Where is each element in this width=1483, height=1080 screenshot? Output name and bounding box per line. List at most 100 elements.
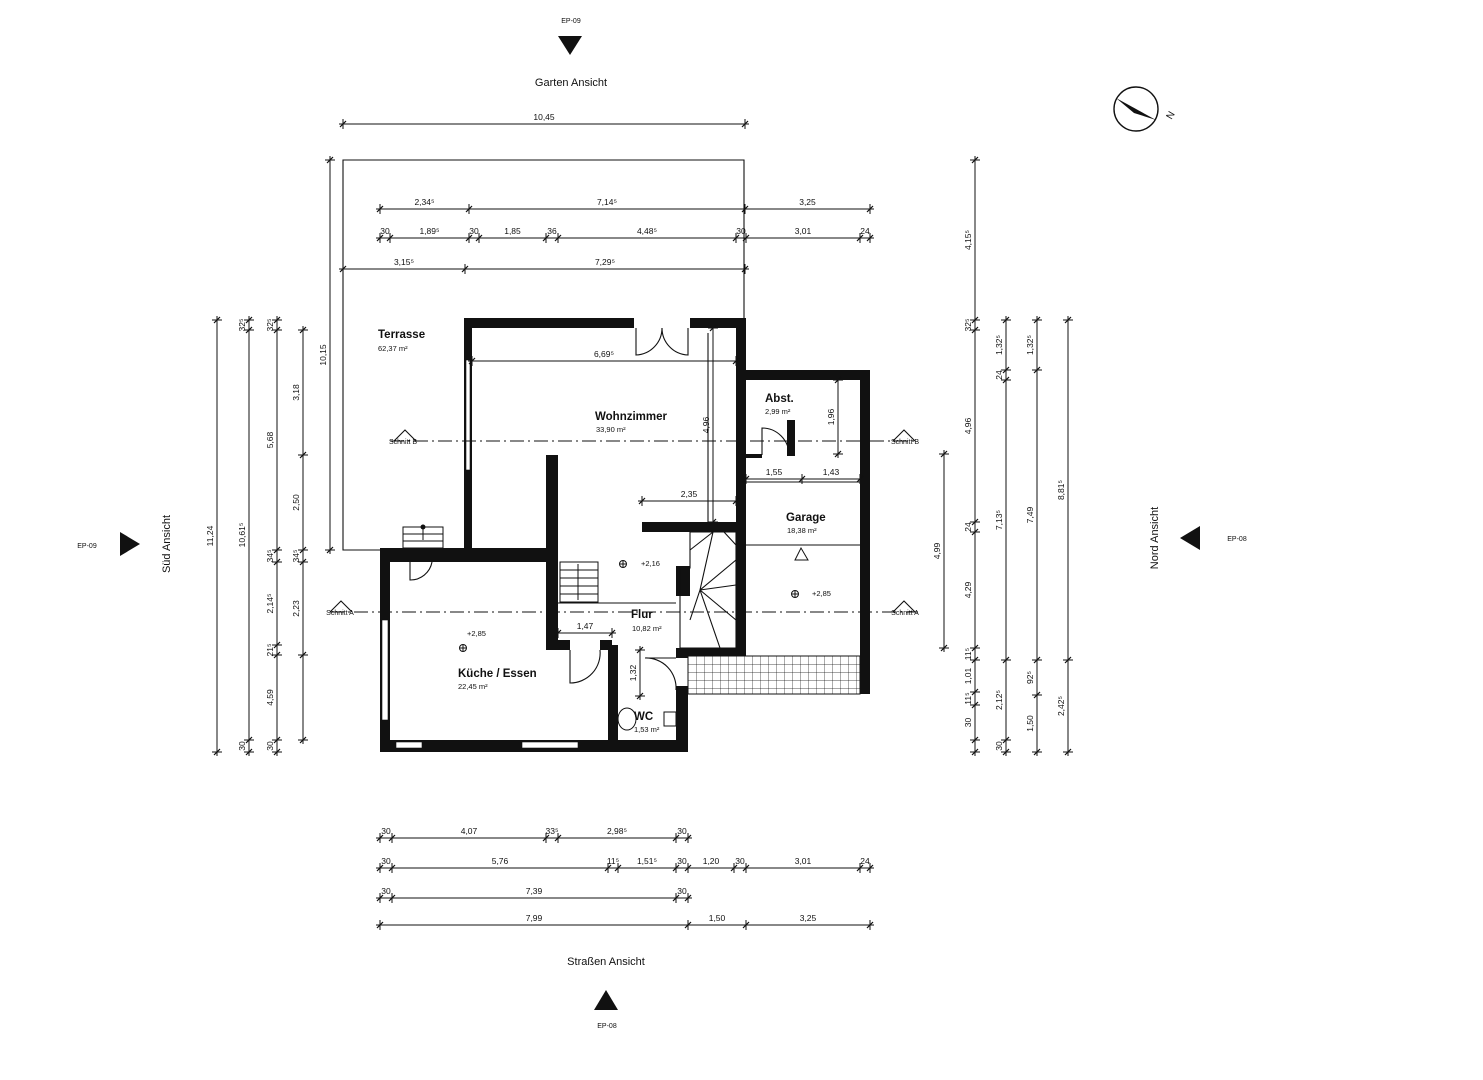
dim-label: 5,68 xyxy=(265,431,275,448)
tiled-area xyxy=(687,655,861,695)
dim-label: 3,01 xyxy=(795,226,812,236)
view-label-left: Süd Ansicht xyxy=(161,515,173,573)
dim-label: 2,98⁵ xyxy=(607,826,627,836)
level-markers: +2,16 +2,85 +2,85 xyxy=(459,559,831,652)
dim-label: 34⁵ xyxy=(265,550,275,563)
dim-label: 2,50 xyxy=(291,494,301,511)
dim-label: 4,15⁵ xyxy=(963,230,973,250)
dim-label: 1,47 xyxy=(577,621,594,631)
dim-label: 1,96 xyxy=(826,408,836,425)
dim-label: 24 xyxy=(994,370,1004,380)
dim-label: 24 xyxy=(963,522,973,532)
dim-label: 1,43 xyxy=(823,467,840,477)
triangle-up-icon xyxy=(594,990,618,1010)
dim-label: 2,42⁵ xyxy=(1056,696,1066,716)
dim-label: 1,50 xyxy=(709,913,726,923)
windows xyxy=(381,359,579,749)
view-marker-right: Nord Ansicht EP-08 xyxy=(1149,507,1247,569)
view-code-left: EP-09 xyxy=(77,543,97,550)
dim-label: 10,45 xyxy=(533,112,555,122)
dim-label: 11⁵ xyxy=(963,648,973,660)
dim-label: 1,85 xyxy=(504,226,521,236)
section-lines: Schnitt B Schnitt B Schnitt A Schnitt A xyxy=(326,429,919,617)
view-code-right: EP-08 xyxy=(1227,536,1247,543)
dim-label: 4,48⁵ xyxy=(637,226,657,236)
dim-label: 1,32⁵ xyxy=(1025,335,1035,355)
dim-label: 30 xyxy=(735,856,745,866)
view-label-top: Garten Ansicht xyxy=(535,77,607,89)
dim-label: 4,96 xyxy=(701,416,711,433)
view-code-top: EP-09 xyxy=(561,18,581,25)
dim-label: 30 xyxy=(677,886,687,896)
room-name-wohnzimmer: Wohnzimmer xyxy=(595,411,668,423)
section-b-left: Schnitt B xyxy=(389,439,417,446)
dim-label: 2,34⁵ xyxy=(414,197,434,207)
dim-label: 7,39 xyxy=(526,886,543,896)
dim-label: 1,20 xyxy=(703,856,720,866)
room-name-abst: Abst. xyxy=(765,393,794,405)
dim-label: 32⁵ xyxy=(237,319,247,332)
dim-label: 30 xyxy=(677,856,687,866)
dim-label: 30 xyxy=(237,741,247,751)
dim-label: 4,99 xyxy=(932,542,942,559)
dim-label: 8,81⁵ xyxy=(1056,480,1066,500)
dim-label: 2,12⁵ xyxy=(994,690,1004,710)
dim-label: 3,01 xyxy=(795,856,812,866)
dim-label: 36 xyxy=(547,226,557,236)
dim-label: 4,59 xyxy=(265,689,275,706)
dim-label: 3,25 xyxy=(800,913,817,923)
dim-label: 92⁵ xyxy=(1025,671,1035,684)
room-name-kueche: Küche / Essen xyxy=(458,668,537,680)
view-code-bottom: EP-08 xyxy=(597,1023,617,1030)
dim-label: 1,89⁵ xyxy=(419,226,439,236)
dim-label: 30 xyxy=(381,856,391,866)
room-area-wc: 1,53 m² xyxy=(634,725,660,734)
dim-label: 6,69⁵ xyxy=(594,349,614,359)
room-name-wc: WC xyxy=(634,711,653,723)
dim-label: 4,29 xyxy=(963,581,973,598)
level-garage: +2,85 xyxy=(812,589,831,598)
level-marker-icon xyxy=(791,590,799,598)
dim-label: 21⁵ xyxy=(265,644,275,657)
dim-label: 10,61⁵ xyxy=(237,523,247,548)
room-area-garage: 18,38 m² xyxy=(787,526,817,535)
level-flur: +2,16 xyxy=(641,559,660,568)
view-marker-top: EP-09 Garten Ansicht xyxy=(535,18,607,89)
triangle-outline-icon xyxy=(794,546,809,561)
dim-label: 4,07 xyxy=(461,826,478,836)
view-label-bottom: Straßen Ansicht xyxy=(567,956,645,968)
dim-label: 30 xyxy=(677,826,687,836)
dim-label: 32⁵ xyxy=(963,319,973,332)
dim-label: 2,23 xyxy=(291,600,301,617)
dim-label: 32⁵ xyxy=(265,319,275,332)
dim-label: 7,49 xyxy=(1025,506,1035,523)
triangle-right-icon xyxy=(120,532,140,556)
dim-label: 11⁵ xyxy=(607,856,619,866)
dim-label: 30 xyxy=(265,741,275,751)
room-name-flur: Flur xyxy=(631,609,653,621)
north-arrow-icon: N xyxy=(1113,86,1178,132)
triangle-down-icon xyxy=(558,36,582,55)
dim-label: 1,01 xyxy=(963,667,973,684)
dim-label: 7,13⁵ xyxy=(994,510,1004,530)
dim-label: 10,15 xyxy=(318,344,328,366)
view-marker-left: EP-09 Süd Ansicht xyxy=(77,515,173,573)
room-area-wohnzimmer: 33,90 m² xyxy=(596,425,626,434)
section-b-right: Schnitt B xyxy=(891,439,919,446)
dim-label: 7,29⁵ xyxy=(595,257,615,267)
dim-label: 7,99 xyxy=(526,913,543,923)
dim-label: 4,96 xyxy=(963,417,973,434)
room-area-terrasse: 62,37 m² xyxy=(378,344,408,353)
dim-label: 5,76 xyxy=(492,856,509,866)
staircase xyxy=(559,531,737,649)
triangle-left-icon xyxy=(1180,526,1200,550)
dim-label: 24 xyxy=(860,856,870,866)
level-kueche: +2,85 xyxy=(467,629,486,638)
dim-label: 33⁵ xyxy=(546,826,559,836)
room-area-abst: 2,99 m² xyxy=(765,407,791,416)
level-marker-icon xyxy=(459,644,467,652)
dim-label: 7,14⁵ xyxy=(597,197,617,207)
room-area-flur: 10,82 m² xyxy=(632,624,662,633)
dim-label: 1,32⁵ xyxy=(994,335,1004,355)
